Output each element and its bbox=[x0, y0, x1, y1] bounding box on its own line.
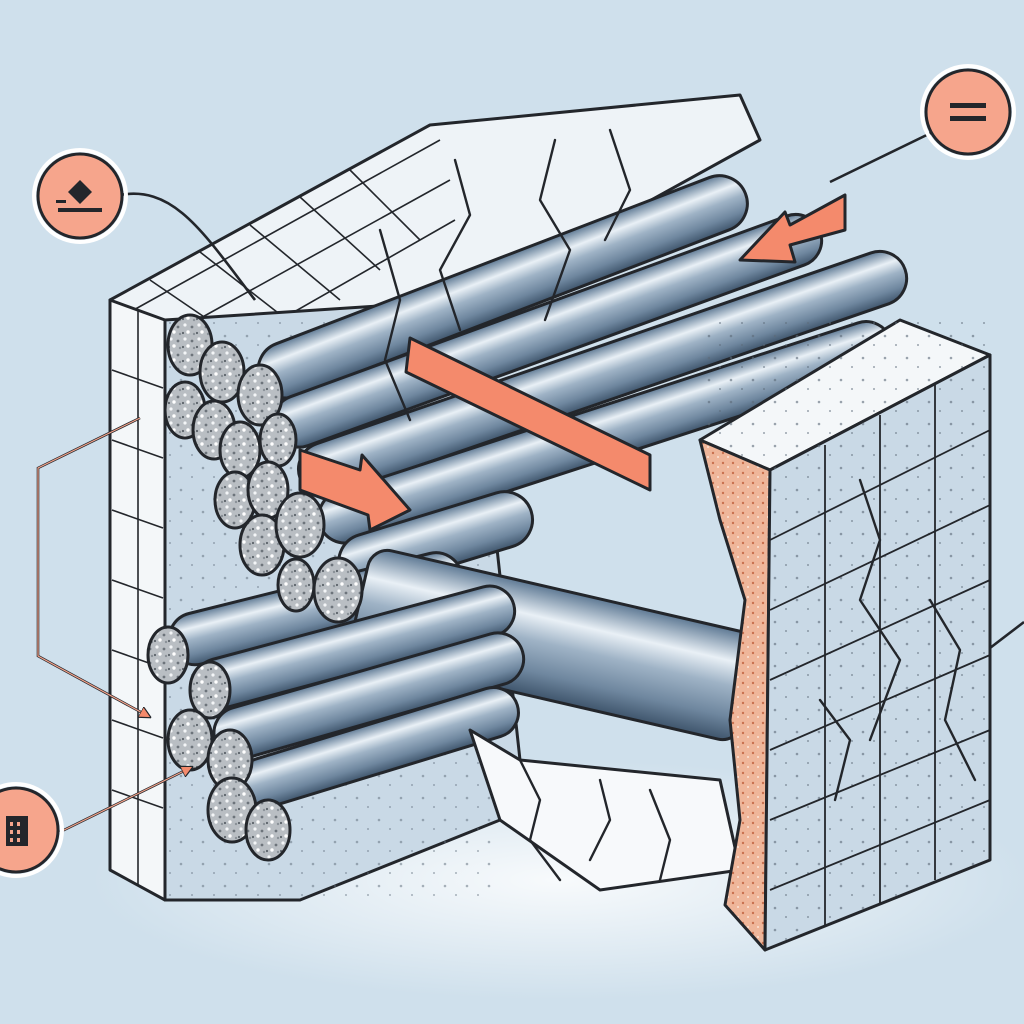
cracked-concrete-middle bbox=[378, 128, 742, 892]
tension-band-arrow bbox=[404, 336, 652, 492]
push-arrow-left bbox=[738, 193, 847, 264]
push-arrow-right bbox=[298, 448, 412, 532]
steel-rod-bundle bbox=[167, 174, 909, 810]
callout-top-left bbox=[32, 148, 128, 244]
concrete-block-right bbox=[698, 318, 992, 952]
level-diamond-icon bbox=[56, 180, 102, 212]
leader-right-edge bbox=[989, 620, 1024, 650]
leader-top-left bbox=[119, 192, 257, 301]
building-icon bbox=[6, 816, 28, 846]
rod-cross-sections bbox=[146, 313, 364, 862]
leader-lines bbox=[36, 128, 1024, 834]
leader-top-right bbox=[829, 128, 938, 184]
equals-icon bbox=[950, 103, 986, 121]
force-arrows bbox=[298, 193, 847, 532]
callout-bottom-left bbox=[0, 782, 64, 878]
callout-top-right bbox=[920, 64, 1016, 160]
